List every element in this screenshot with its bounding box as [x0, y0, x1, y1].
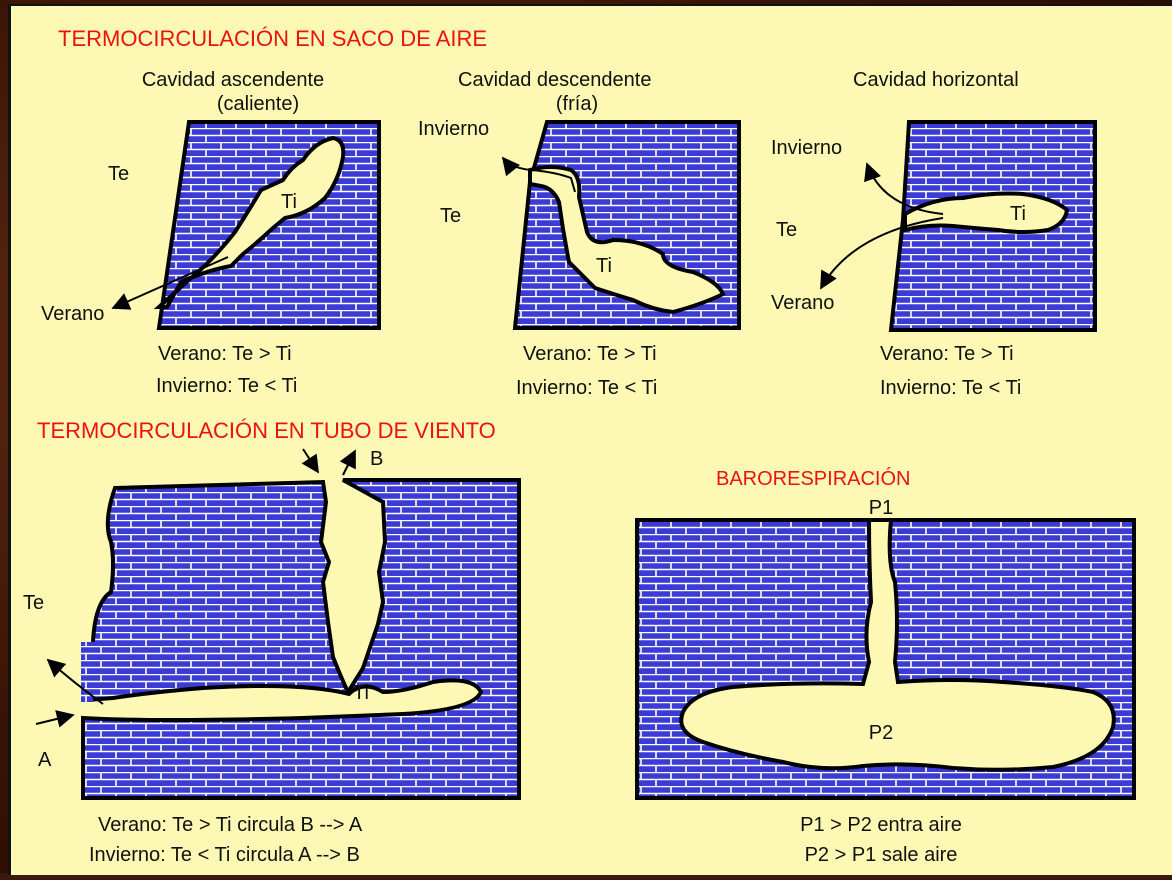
section3-title: BARORESPIRACIÓN — [716, 467, 910, 490]
baro-condition-enter: P1 > P2 entra aire — [800, 814, 962, 836]
panel2-invierno-label: Invierno — [418, 118, 489, 140]
panel-wind-tube: Te Ti A B Verano: Te > Ti circula B --> … — [23, 448, 521, 866]
panel1-te-label: Te — [108, 163, 129, 185]
diagram-canvas: TERMOCIRCULACIÓN EN SACO DE AIRE Cavidad… — [23, 26, 1136, 866]
panel-descending: Cavidad descendente (fría) Invierno Te T… — [418, 69, 741, 399]
tube-a-label: A — [38, 749, 52, 771]
panel2-ti-label: Ti — [596, 255, 612, 277]
diagram-panel: TERMOCIRCULACIÓN EN SACO DE AIRE Cavidad… — [8, 4, 1172, 875]
tube-b-label: B — [370, 448, 383, 470]
tube-te-label: Te — [23, 592, 44, 614]
panel2-title-line2: (fría) — [556, 93, 598, 115]
cavity-barorespiration — [679, 518, 1116, 772]
rock-block-wind-tube — [81, 478, 521, 800]
panel3-ti-label: Ti — [1010, 203, 1026, 225]
cavity-horizontal — [903, 191, 1070, 234]
tube-ti-label: Ti — [353, 682, 369, 704]
panel1-condition-winter: Invierno: Te < Ti — [156, 375, 297, 397]
rock-block-left-wall — [81, 642, 95, 702]
panel3-condition-winter: Invierno: Te < Ti — [880, 377, 1021, 399]
panel2-condition-winter: Invierno: Te < Ti — [516, 377, 657, 399]
panel-ascending: Cavidad ascendente (caliente) Te Ti Vera… — [41, 69, 381, 397]
panel3-te-label: Te — [776, 219, 797, 241]
cavity-descending — [528, 165, 726, 315]
panel3-condition-summer: Verano: Te > Ti — [880, 343, 1014, 365]
section2-title: TERMOCIRCULACIÓN EN TUBO DE VIENTO — [37, 418, 496, 443]
panel1-verano-label: Verano — [41, 303, 104, 325]
baro-p2-label: P2 — [869, 722, 893, 744]
panel2-condition-summer: Verano: Te > Ti — [523, 343, 657, 365]
tube-condition-winter: Invierno: Te < Ti circula A --> B — [89, 844, 360, 866]
panel2-te-label: Te — [440, 205, 461, 227]
panel3-verano-label: Verano — [771, 292, 834, 314]
panel1-title-line2: (caliente) — [217, 93, 299, 115]
panel1-condition-summer: Verano: Te > Ti — [158, 343, 292, 365]
panel3-invierno-label: Invierno — [771, 137, 842, 159]
panel-horizontal: Cavidad horizontal Invierno Te Ti Verano… — [771, 69, 1097, 399]
tube-condition-summer: Verano: Te > Ti circula B --> A — [98, 814, 363, 836]
panel1-title-line1: Cavidad ascendente — [142, 69, 324, 91]
panel3-title: Cavidad horizontal — [853, 69, 1019, 91]
panel1-ti-label: Ti — [281, 191, 297, 213]
cavity-ascending — [153, 135, 346, 309]
baro-p1-label: P1 — [869, 497, 893, 519]
panel2-title-line1: Cavidad descendente — [458, 69, 651, 91]
section1-title: TERMOCIRCULACIÓN EN SACO DE AIRE — [58, 26, 487, 51]
baro-condition-exit: P2 > P1 sale aire — [805, 844, 958, 866]
panel-barorespiration: P1 P2 P1 > P2 entra aire P2 > P1 sale ai… — [635, 497, 1136, 866]
